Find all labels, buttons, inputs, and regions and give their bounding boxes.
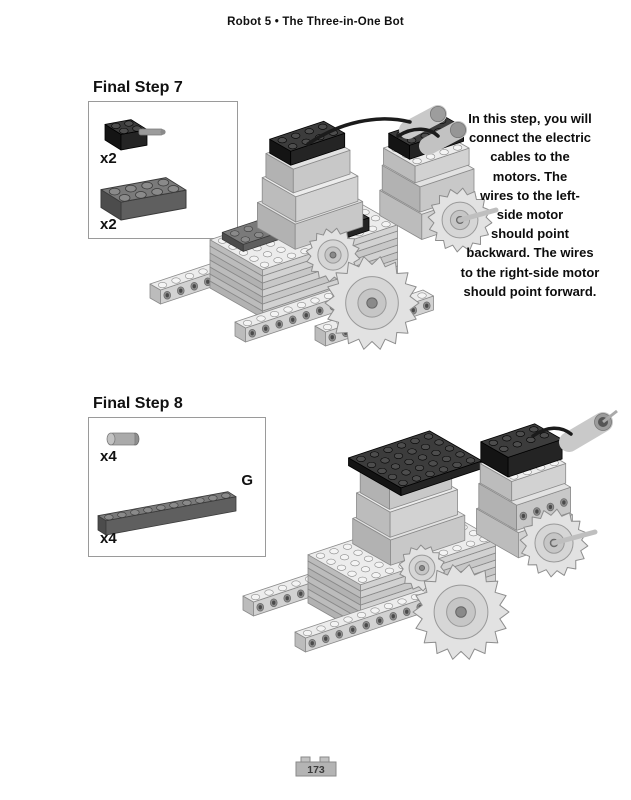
- page-number: 173: [307, 764, 325, 776]
- step7-title: Final Step 7: [93, 79, 183, 96]
- note-line: should point: [491, 226, 569, 242]
- note-line: side motor: [496, 207, 564, 223]
- step7-parts-box: x2 x2: [88, 101, 238, 239]
- note-line: cables to the: [490, 149, 570, 165]
- dark-gray-2x4-brick-icon: [100, 177, 187, 221]
- note-line: motors. The: [492, 168, 568, 184]
- step7-model-illustration: [149, 105, 499, 350]
- gray-bushing-icon: [106, 432, 140, 446]
- step8-title: Final Step 8: [93, 395, 183, 412]
- running-header: Robot 5 • The Three-in-One Bot: [227, 16, 404, 28]
- dark-gray-1x10-brick-icon: [97, 491, 237, 536]
- step7-note: In this step, you will connect the elect…: [436, 109, 624, 301]
- part-quantity: x2: [100, 150, 117, 167]
- part-quantity: x4: [100, 448, 117, 465]
- note-line: In this step, you will: [468, 111, 592, 126]
- page-footer: 173: [293, 753, 339, 784]
- note-line: wires to the left-: [480, 187, 580, 203]
- part-quantity: x4: [100, 530, 117, 547]
- note-line: connect the electric: [468, 130, 592, 146]
- black-electric-brick-with-wire-icon: [104, 119, 166, 151]
- note-line: backward. The wires: [466, 245, 594, 261]
- note-line: should point forward.: [463, 283, 597, 299]
- step8-parts-box: x4 G x4: [88, 417, 266, 557]
- page-number-brick-icon: 173: [295, 756, 336, 777]
- note-line: to the right-side motor: [460, 264, 600, 280]
- part-quantity: x2: [100, 216, 117, 233]
- part-letter-label: G: [241, 472, 253, 489]
- step8-model-illustration: [242, 409, 618, 660]
